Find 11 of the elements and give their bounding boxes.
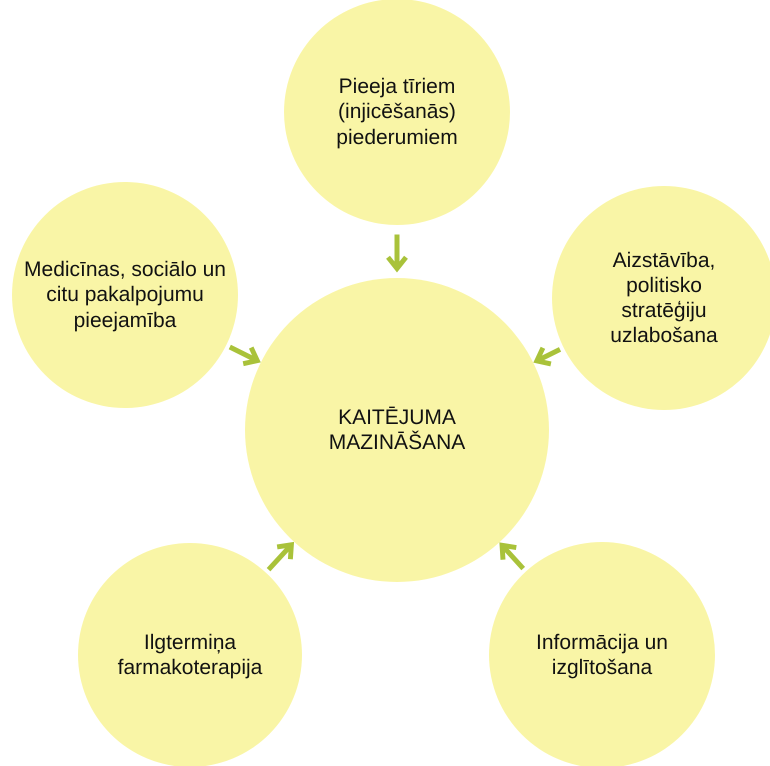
node-label: Ilgtermiņa farmakoterapija bbox=[116, 630, 264, 680]
node-label: Aizstāvība, politisko stratēģiju uzlabošana bbox=[609, 248, 719, 348]
node-label: Informācija un izglītošana bbox=[535, 630, 669, 680]
arrow bbox=[228, 344, 260, 366]
arrow bbox=[534, 345, 562, 366]
arrow bbox=[266, 542, 294, 572]
arrow bbox=[386, 234, 408, 271]
node-label: Pieeja tīriem (injicēšanās) piederumiem bbox=[335, 74, 459, 150]
node-label: KAITĒJUMA MAZINĀŠANA bbox=[328, 404, 466, 456]
node-label: Medicīnas, sociālo un citu pakalpojumu pieejamība bbox=[23, 257, 227, 333]
arrow bbox=[500, 542, 526, 570]
